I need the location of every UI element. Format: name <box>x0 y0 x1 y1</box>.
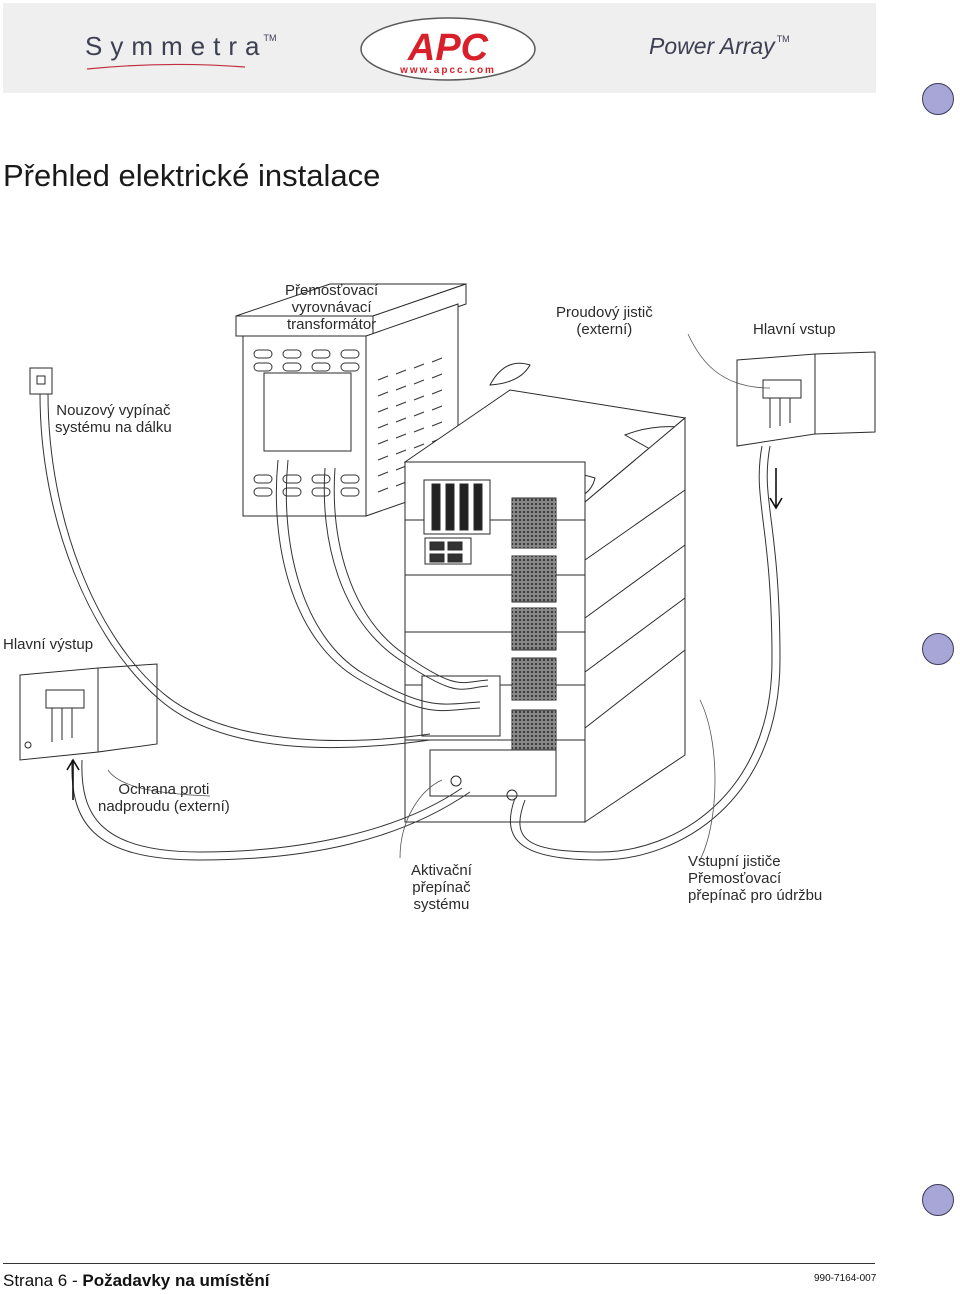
label-main-output: Hlavní výstup <box>3 636 94 653</box>
label-activation-switch: Aktivační přepínač systému <box>411 862 472 913</box>
installation-diagram <box>19 283 876 861</box>
label-overcurrent: Ochrana proti nadproudu (externí) <box>98 781 230 815</box>
label-emergency-switch: Nouzový vypínač systému na dálku <box>55 402 172 436</box>
margin-marker <box>922 83 954 115</box>
document-number: 990-7164-007 <box>814 1273 877 1284</box>
label-input-breakers: Vstupní jističe Přemosťovací přepínač pr… <box>688 853 823 904</box>
svg-text:APC: APC <box>407 27 489 69</box>
label-main-input: Hlavní vstup <box>753 321 836 338</box>
symmetra-wordmark: SymmetraTM <box>85 31 277 61</box>
margin-marker <box>922 633 954 665</box>
emergency-switch-box <box>29 367 53 395</box>
apc-logo: APC www.apcc.com <box>360 17 536 81</box>
page-title: Přehled elektrické instalace <box>3 158 381 193</box>
main-output-box <box>19 663 158 761</box>
label-bypass-transformer: Přemosťovací vyrovnávací transformátor <box>285 282 379 333</box>
footer-page-info: Strana 6 - Požadavky na umístění <box>3 1271 270 1290</box>
footer-rule <box>3 1263 875 1264</box>
main-input-box <box>736 351 876 447</box>
margin-marker <box>922 1184 954 1216</box>
swoosh-decoration <box>87 63 246 70</box>
ups-tower <box>403 362 687 823</box>
svg-text:www.apcc.com: www.apcc.com <box>399 65 496 76</box>
conduits <box>39 393 781 861</box>
label-current-breaker: Proudový jistič (externí) <box>556 304 653 338</box>
